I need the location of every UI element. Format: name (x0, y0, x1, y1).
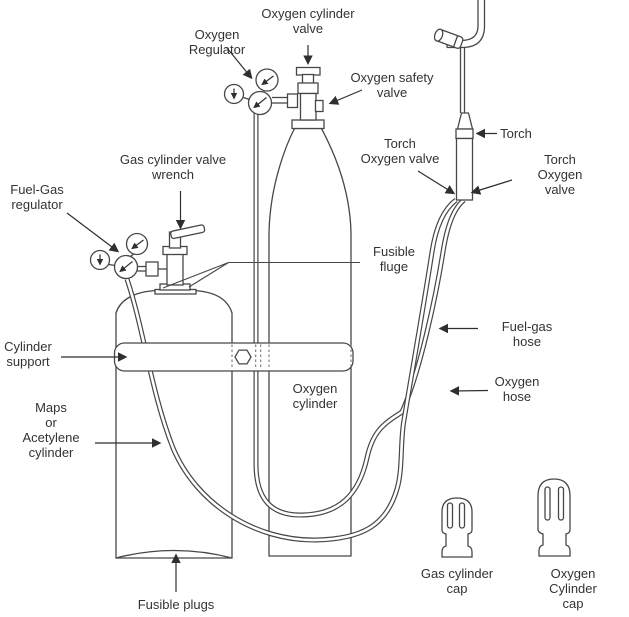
cylinder-support-band (113, 342, 354, 372)
oxygen-gauge-needles (230, 75, 274, 109)
fuel-gas-hose-line (124, 198, 458, 543)
annotation-arrows (61, 45, 513, 592)
arrow-torch-oxygen-valve-left (417, 170, 456, 195)
arrow-fuel-gas-regulator (66, 212, 120, 253)
torch-handle (455, 137, 474, 201)
fusible-fluge-leader (162, 261, 360, 289)
oxygen-hose-line (253, 112, 466, 518)
gas-cylinder-valve-wrench-shape (168, 224, 206, 249)
arrow-torch-oxygen-valve-right (470, 179, 513, 195)
oxygen-cylinder-body (268, 127, 352, 557)
torch-nozzle-tip (433, 28, 464, 49)
fuel-gauge-needles (96, 239, 144, 273)
arrow-oxygen-safety-valve (328, 89, 363, 105)
oxygen-cylinder-valve-shape (272, 66, 325, 130)
oxygen-safety-valve-nub (314, 99, 324, 113)
band-hidden-edges (231, 344, 352, 370)
oxygen-cylinder-cap-shape (537, 478, 571, 557)
fuel-gauge-top (125, 232, 149, 256)
torch-shape (433, 0, 486, 201)
gas-cylinder-cap-shape (441, 497, 473, 558)
gas-cylinder-valve (154, 224, 206, 295)
band-bolt-hex (234, 349, 252, 365)
fuel-gas-regulator-shape (89, 232, 167, 280)
arrow-oxygen-hose (449, 386, 489, 396)
arrow-oxygen-regulator (226, 47, 253, 80)
acetylene-cylinder (115, 289, 233, 559)
oxygen-regulator-shape (223, 68, 279, 116)
oxygen-gauge-top (255, 68, 279, 92)
